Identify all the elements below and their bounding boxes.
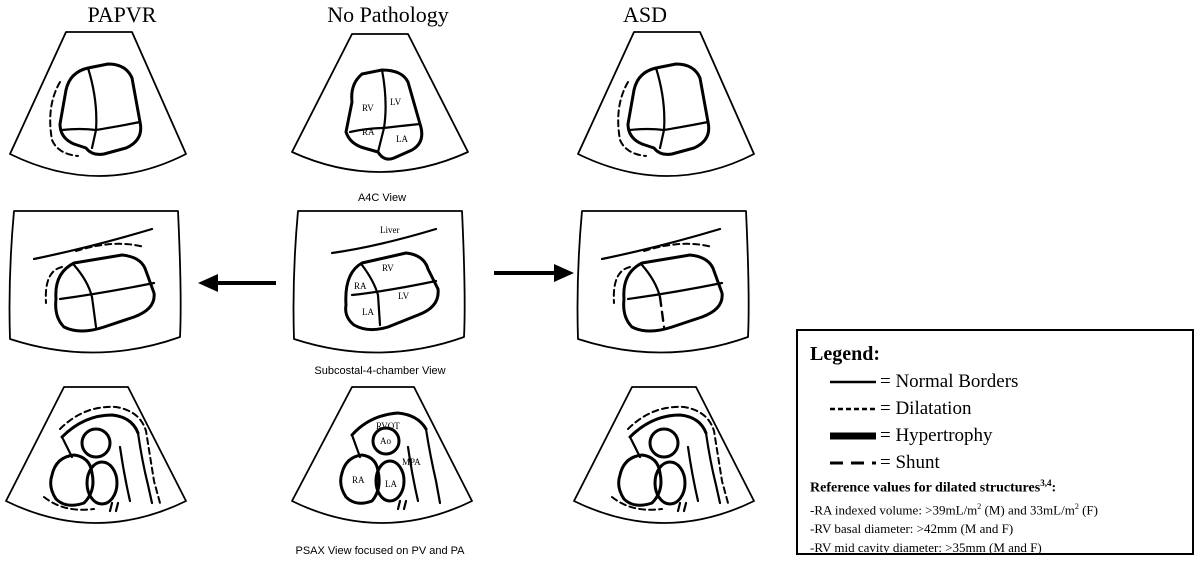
papvr-title: PAPVR [87, 2, 157, 27]
dotted-line-icon [830, 407, 876, 410]
subcostal-papvr-diagram [8, 210, 182, 354]
thick-line-icon [830, 432, 876, 439]
subcostal-view-label: Subcostal-4-chamber View [314, 365, 446, 377]
solid-line-icon [830, 380, 876, 383]
mpa-label: MPA [402, 457, 421, 467]
psax-view-label: PSAX View focused on PV and PA [295, 545, 465, 557]
legend-item-normal: = Normal Borders [810, 368, 1180, 395]
reference-title: Reference values for dilated structures3… [810, 478, 1057, 496]
ao-label: Ao [380, 436, 391, 446]
ra-label: RA [352, 475, 365, 485]
rv-label: RV [362, 103, 374, 113]
legend-item-label: = Dilatation [880, 397, 972, 419]
legend-item-label: = Normal Borders [880, 370, 1019, 392]
legend-title: Legend: [810, 343, 880, 365]
reference-rv-basal: -RV basal diameter: >42mm (M and F) [810, 520, 1014, 536]
no-pathology-title: No Pathology [327, 2, 449, 27]
la-label: LA [385, 479, 397, 489]
lv-label: LV [390, 97, 402, 107]
lv-label: LV [398, 291, 410, 301]
rvot-label: RVOT [376, 421, 400, 431]
reference-ra-volume: -RA indexed volume: >39mL/m2 (M) and 33m… [810, 501, 1098, 517]
subcostal-normal-diagram: Liver RV RA LV LA [292, 210, 466, 354]
legend-item-dilatation: = Dilatation [810, 395, 1180, 422]
a4c-normal-diagram: RV LV RA LA [291, 33, 469, 173]
reference-rv-mid: -RV mid cavity diameter: >35mm (M and F) [810, 539, 1042, 555]
left-arrow-icon [198, 274, 276, 292]
legend-item-hypertrophy: = Hypertrophy [810, 422, 1180, 449]
legend-item-label: = Shunt [880, 451, 940, 473]
legend-item-shunt: = Shunt [810, 449, 1180, 476]
psax-asd-diagram [573, 386, 755, 524]
la-label: LA [396, 134, 408, 144]
la-label: LA [362, 307, 374, 317]
dashed-line-icon [830, 461, 876, 464]
subcostal-asd-diagram [576, 210, 750, 354]
legend-item-label: = Hypertrophy [880, 424, 993, 446]
psax-papvr-diagram [5, 386, 187, 524]
a4c-papvr-diagram [9, 31, 187, 177]
liver-label: Liver [380, 225, 400, 235]
legend-box: Legend: = Normal Borders = Dilatation = … [796, 329, 1194, 555]
a4c-view-label: A4C View [357, 192, 407, 204]
ra-label: RA [362, 127, 375, 137]
psax-normal-diagram: RVOT Ao MPA RA LA [291, 386, 473, 524]
rv-label: RV [382, 263, 394, 273]
right-arrow-icon [494, 264, 574, 282]
asd-title: ASD [622, 2, 667, 27]
a4c-asd-diagram [577, 31, 755, 177]
ra-label: RA [354, 281, 367, 291]
